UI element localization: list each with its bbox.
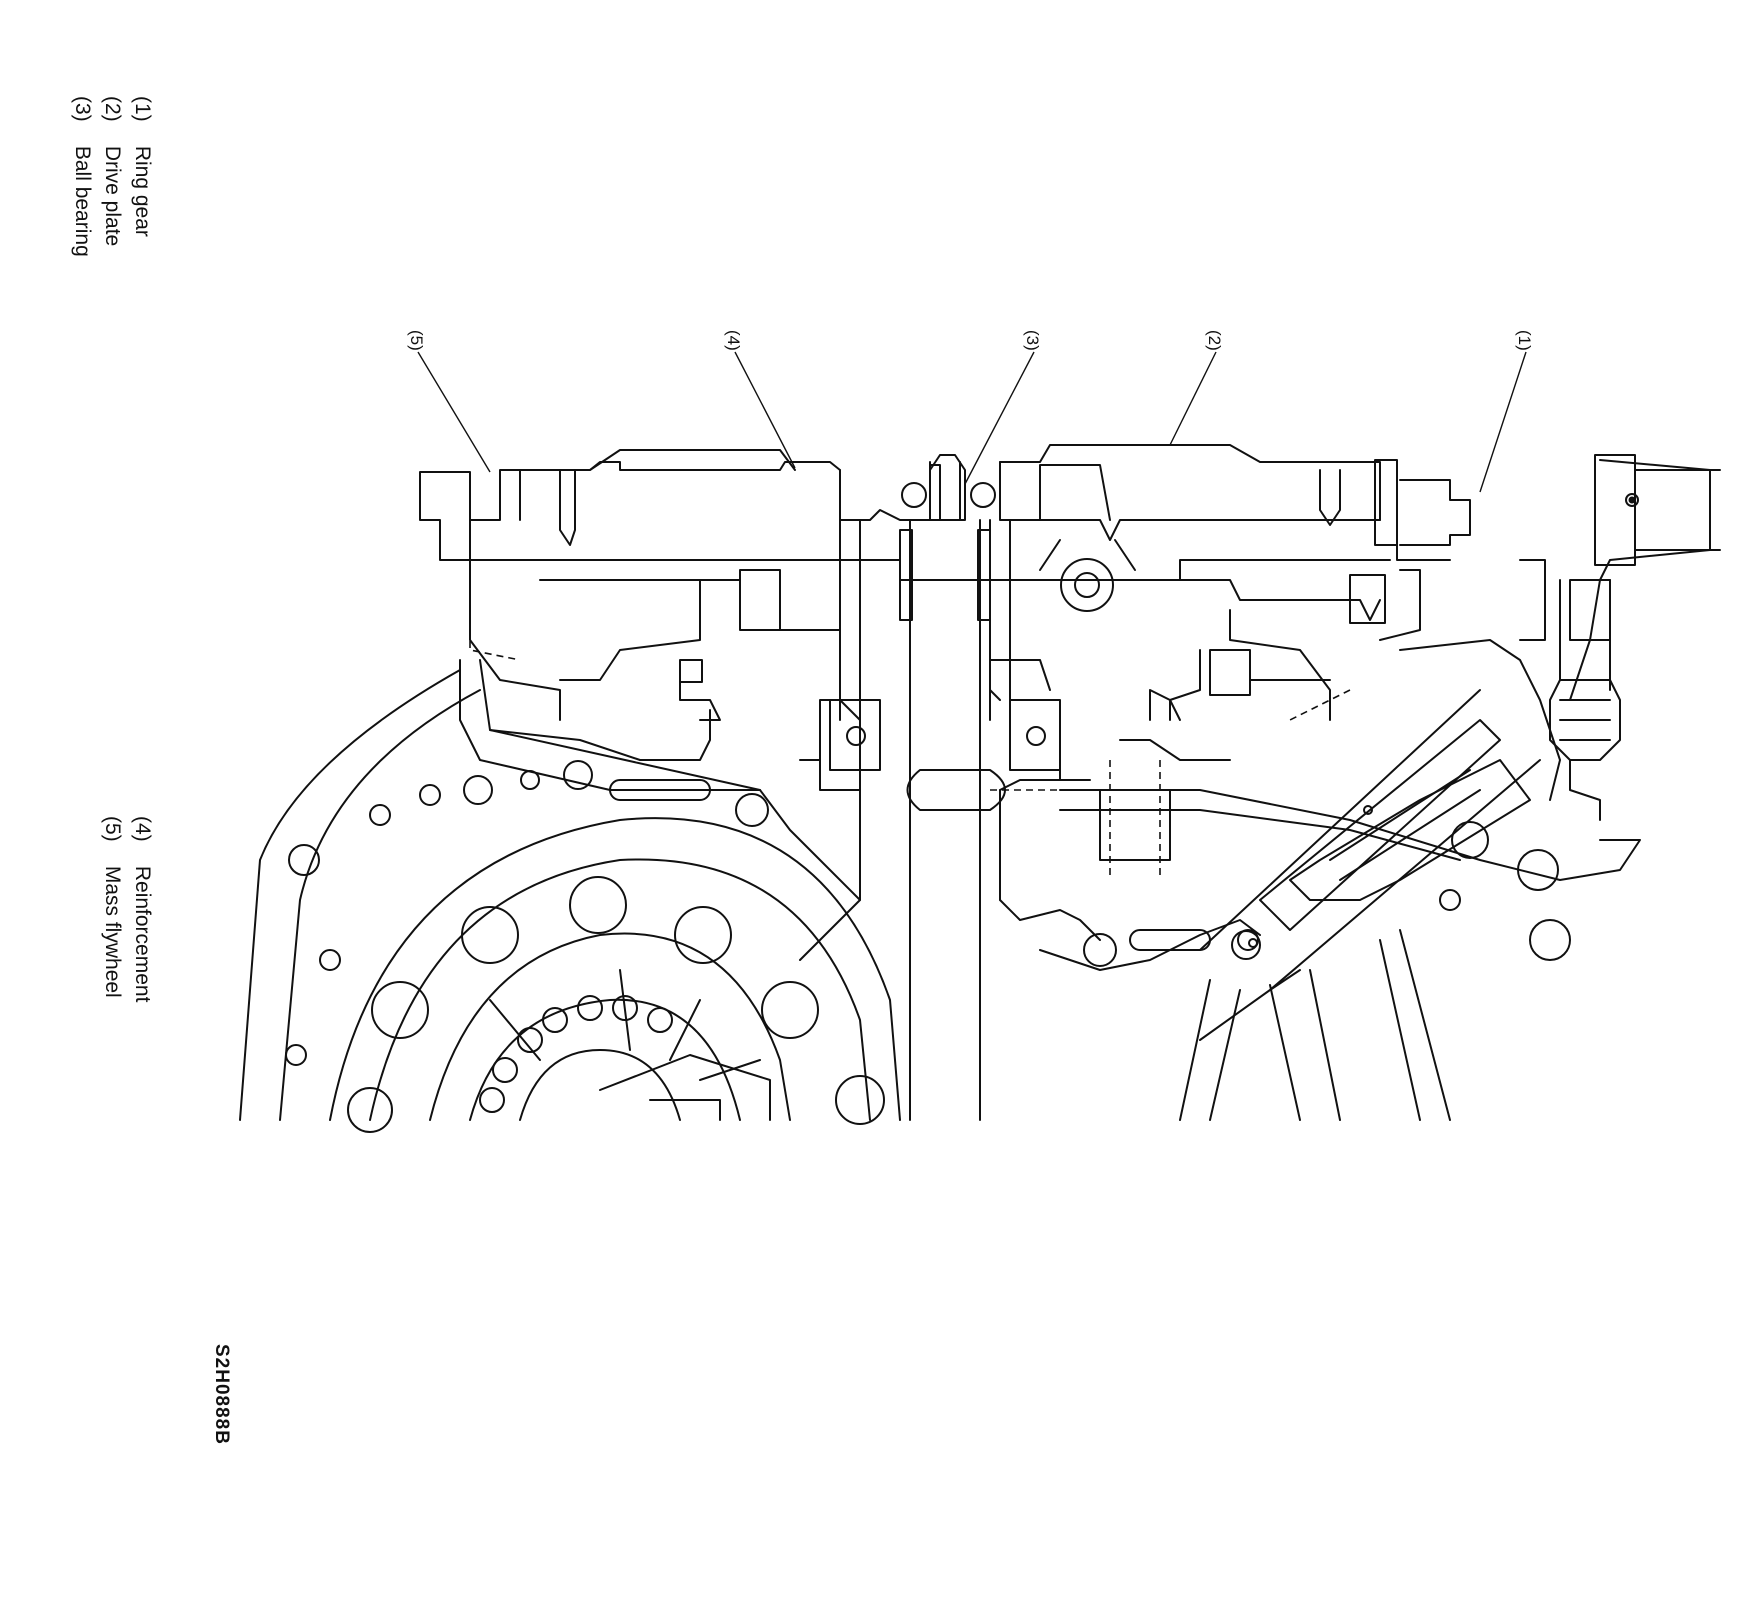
housing-plate [239, 639, 1641, 1133]
housing-holes [285, 760, 1259, 1066]
release-actuator [1519, 454, 1721, 821]
clutch-mechanism [459, 519, 1421, 1121]
callout-4: (4) [724, 330, 743, 351]
ball-ring [479, 995, 673, 1113]
bolt-heads [347, 876, 885, 1133]
callout-5: (5) [407, 330, 426, 351]
callout-1: (1) [1515, 330, 1534, 351]
leader-lines [417, 351, 1527, 493]
drive-plate-assembly [419, 444, 1471, 561]
callout-2: (2) [1205, 330, 1224, 351]
callout-3: (3) [1023, 330, 1042, 351]
